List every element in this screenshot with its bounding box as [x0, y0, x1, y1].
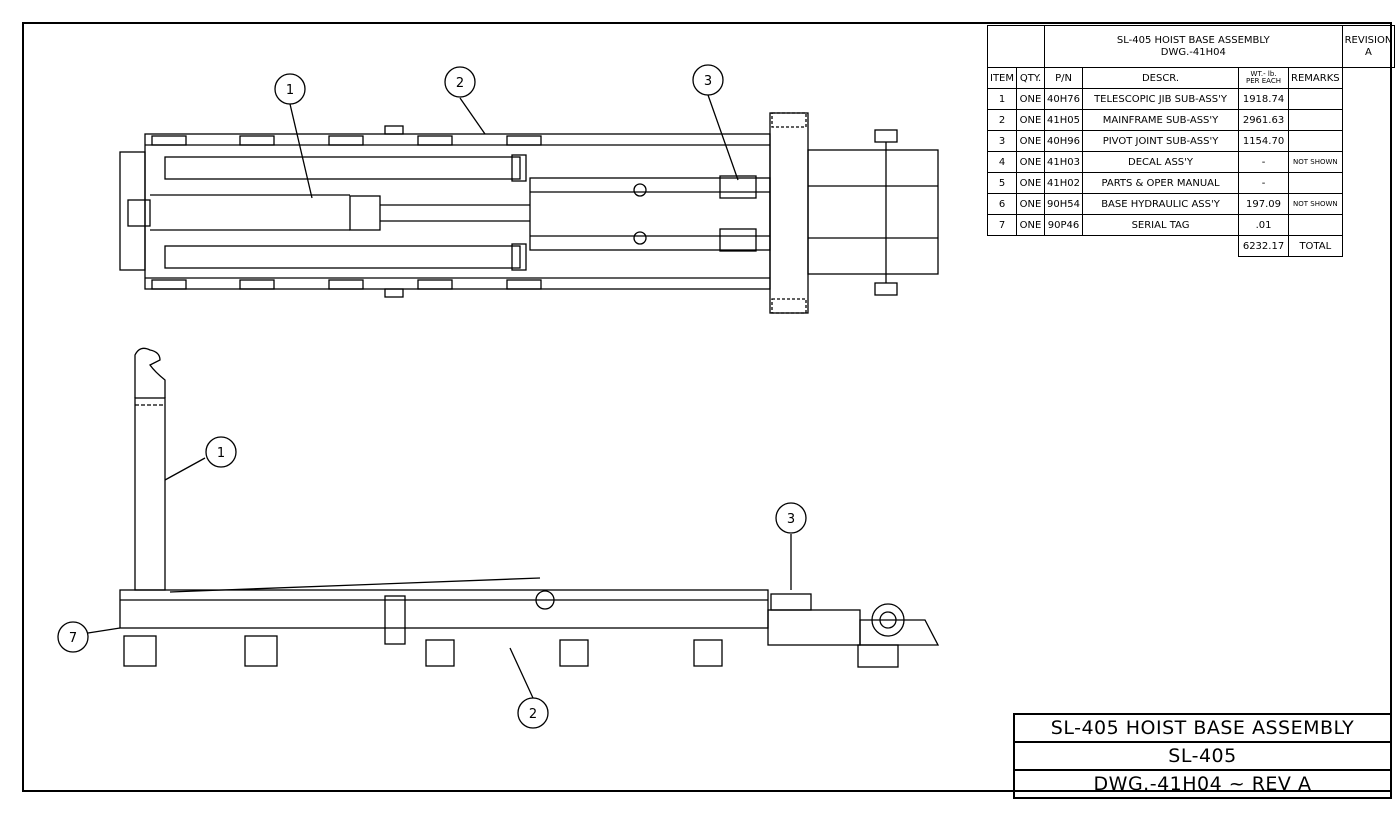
- col-qty: QTY.: [1016, 67, 1046, 89]
- col-wt-line1: WT.- lb.: [1250, 70, 1277, 78]
- cell-descr: PIVOT JOINT SUB-ASS'Y: [1082, 130, 1240, 152]
- cell-wt: -: [1238, 151, 1290, 173]
- cell-descr: TELESCOPIC JIB SUB-ASS'Y: [1082, 88, 1240, 110]
- table-row: 5 ONE 41H02 PARTS & OPER MANUAL -: [986, 172, 1395, 194]
- rail-slots: [151, 125, 542, 298]
- cell-descr: SERIAL TAG: [1082, 214, 1240, 236]
- cell-qty: ONE: [1016, 130, 1046, 152]
- cell-item: 6: [986, 193, 1018, 215]
- col-descr: DESCR.: [1082, 67, 1240, 89]
- svg-text:1: 1: [286, 83, 294, 98]
- balloon-side-2: 2: [517, 697, 549, 729]
- balloon-side-7: 7: [57, 621, 89, 653]
- cell-qty: ONE: [1016, 193, 1046, 215]
- bom-revision-label: REVISION: [1344, 34, 1393, 46]
- svg-text:7: 7: [69, 631, 77, 646]
- drawing-sheet-border: [22, 22, 1392, 792]
- cell-item: 3: [986, 130, 1018, 152]
- cell-wt: 1918.74: [1238, 88, 1290, 110]
- cell-pn: 41H02: [1044, 172, 1084, 194]
- cell-pn: 40H96: [1044, 130, 1084, 152]
- cell-descr: DECAL ASS'Y: [1082, 151, 1240, 173]
- cell-remarks: [1288, 130, 1343, 152]
- balloon-top-2: 2: [444, 66, 476, 98]
- table-row: 3 ONE 40H96 PIVOT JOINT SUB-ASS'Y 1154.7…: [986, 130, 1395, 152]
- bom-dwg-ref: DWG.-41H04: [1160, 46, 1226, 58]
- cell-descr: BASE HYDRAULIC ASS'Y: [1082, 193, 1240, 215]
- table-row: 6 ONE 90H54 BASE HYDRAULIC ASS'Y 197.09 …: [986, 193, 1395, 215]
- top-view-balloons: 1 2 3: [274, 64, 739, 199]
- table-row: 1 ONE 40H76 TELESCOPIC JIB SUB-ASS'Y 191…: [986, 88, 1395, 110]
- bom-corner-blank: [986, 25, 1046, 68]
- cell-item: 5: [986, 172, 1018, 194]
- balloon-top-3: 3: [692, 64, 724, 96]
- title-block-name: SL-405 HOIST BASE ASSEMBLY: [1013, 713, 1392, 743]
- bom-total-blank: [987, 235, 1240, 257]
- cell-descr: MAINFRAME SUB-ASS'Y: [1082, 109, 1240, 131]
- cell-descr: PARTS & OPER MANUAL: [1082, 172, 1240, 194]
- cell-wt: 1154.70: [1238, 130, 1290, 152]
- cell-pn: 90P46: [1044, 214, 1084, 236]
- table-row: 4 ONE 41H03 DECAL ASS'Y - NOT SHOWN: [986, 151, 1395, 173]
- svg-text:2: 2: [529, 707, 537, 722]
- cell-remarks: [1288, 172, 1343, 194]
- bill-of-materials-table: SL-405 HOIST BASE ASSEMBLY DWG.-41H04 RE…: [986, 25, 1396, 257]
- balloon-side-1: 1: [205, 436, 237, 468]
- bom-total-value: 6232.17: [1238, 235, 1290, 257]
- title-block-dwg: DWG.-41H04 ~ REV A: [1013, 769, 1392, 799]
- balloon-top-1: 1: [274, 73, 306, 105]
- bom-total-row: 6232.17 TOTAL: [987, 235, 1395, 257]
- cell-wt: 2961.63: [1238, 109, 1290, 131]
- cell-remarks: NOT SHOWN: [1288, 193, 1343, 215]
- cell-item: 7: [986, 214, 1018, 236]
- svg-text:2: 2: [456, 76, 464, 91]
- cell-pn: 41H03: [1044, 151, 1084, 173]
- cell-remarks: [1288, 214, 1343, 236]
- title-block: SL-405 HOIST BASE ASSEMBLY SL-405 DWG.-4…: [1013, 713, 1392, 799]
- side-feet: [123, 635, 899, 668]
- bom-total-label: TOTAL: [1288, 235, 1343, 257]
- svg-text:3: 3: [787, 512, 795, 527]
- cell-qty: ONE: [1016, 214, 1046, 236]
- top-view: [119, 112, 939, 314]
- bom-column-headers: ITEM QTY. P/N DESCR. WT.- lb. PER EACH R…: [986, 67, 1395, 89]
- cell-wt: -: [1238, 172, 1290, 194]
- cell-wt: .01: [1238, 214, 1290, 236]
- bom-assembly-title: SL-405 HOIST BASE ASSEMBLY: [1116, 34, 1270, 46]
- side-view: [119, 347, 940, 668]
- cell-item: 2: [986, 109, 1018, 131]
- col-item: ITEM: [986, 67, 1018, 89]
- col-wt: WT.- lb. PER EACH: [1238, 67, 1290, 89]
- cell-remarks: [1288, 88, 1343, 110]
- cell-item: 4: [986, 151, 1018, 173]
- cell-item: 1: [986, 88, 1018, 110]
- table-row: 7 ONE 90P46 SERIAL TAG .01: [986, 214, 1395, 236]
- title-block-model: SL-405: [1013, 741, 1392, 771]
- cell-remarks: [1288, 109, 1343, 131]
- col-pn: P/N: [1044, 67, 1084, 89]
- cell-pn: 90H54: [1044, 193, 1084, 215]
- bom-revision-cell: REVISION A: [1341, 25, 1396, 68]
- cell-qty: ONE: [1016, 109, 1046, 131]
- col-wt-line2: PER EACH: [1246, 77, 1281, 85]
- table-row: 2 ONE 41H05 MAINFRAME SUB-ASS'Y 2961.63: [986, 109, 1395, 131]
- svg-text:3: 3: [704, 74, 712, 89]
- cell-remarks: NOT SHOWN: [1288, 151, 1343, 173]
- side-view-balloons: 1 2 3 7: [57, 436, 807, 729]
- cell-pn: 41H05: [1044, 109, 1084, 131]
- bom-revision-value: A: [1365, 46, 1372, 58]
- cell-qty: ONE: [1016, 151, 1046, 173]
- cell-qty: ONE: [1016, 88, 1046, 110]
- col-remarks: REMARKS: [1288, 67, 1343, 89]
- cell-wt: 197.09: [1238, 193, 1290, 215]
- cell-pn: 40H76: [1044, 88, 1084, 110]
- svg-text:1: 1: [217, 446, 225, 461]
- balloon-side-3: 3: [775, 502, 807, 534]
- bom-header-title: SL-405 HOIST BASE ASSEMBLY DWG.-41H04: [1044, 25, 1343, 68]
- cell-qty: ONE: [1016, 172, 1046, 194]
